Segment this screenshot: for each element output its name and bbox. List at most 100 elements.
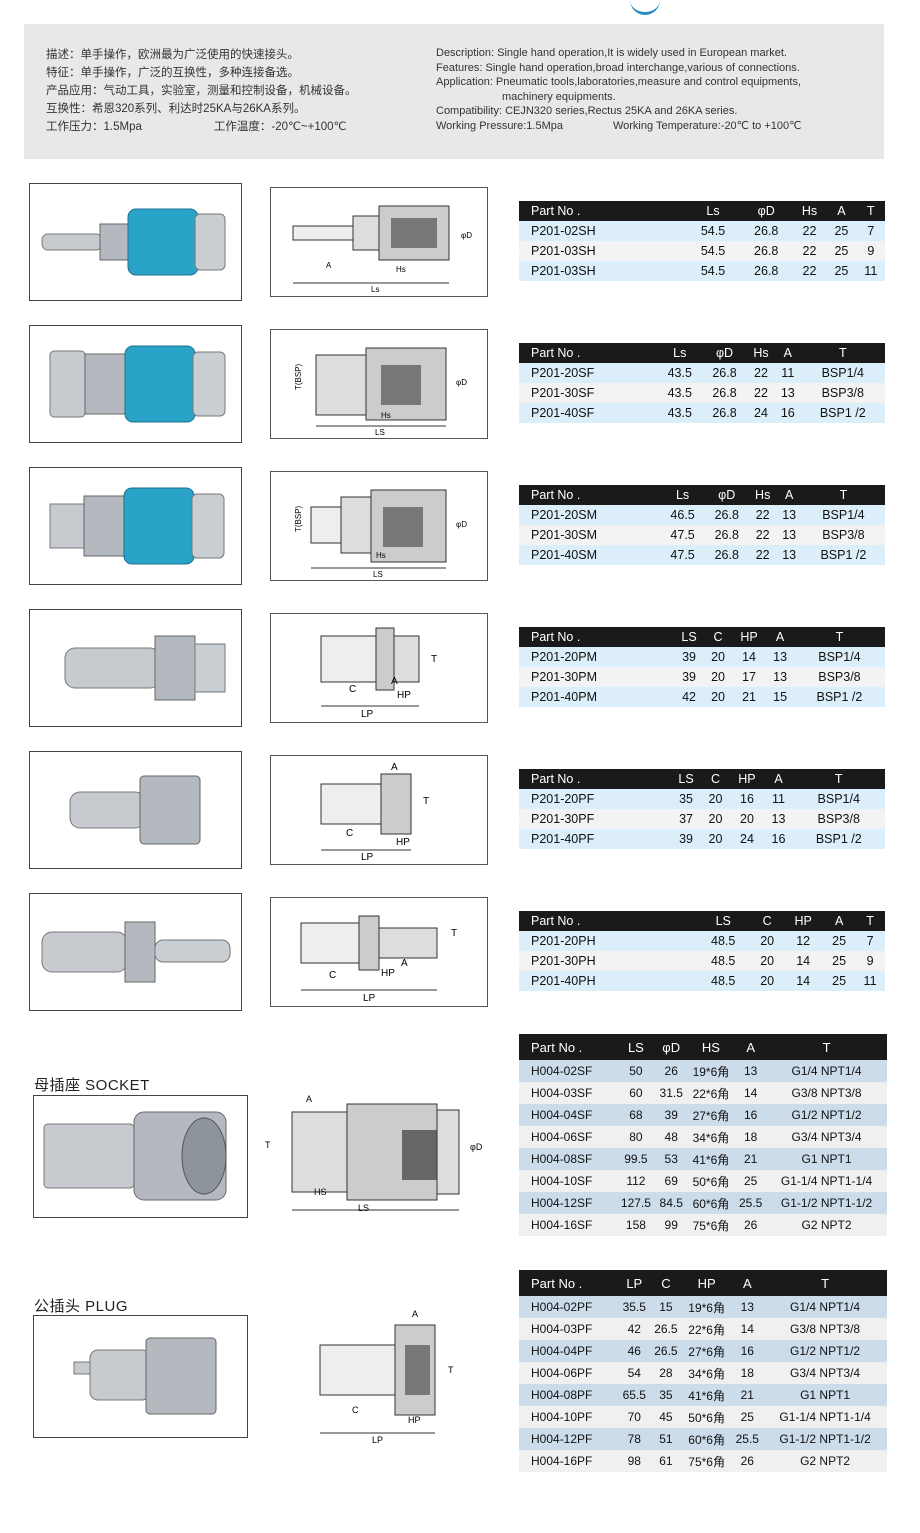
table-cell: 65.5 <box>618 1384 651 1406</box>
table-cell: 16 <box>729 789 765 809</box>
dim-lp: LP <box>363 993 376 1004</box>
column-header: LS <box>695 911 752 931</box>
table-cell: H004-06PF <box>519 1362 619 1384</box>
table-cell: 20 <box>701 789 730 809</box>
column-header: T <box>793 627 885 647</box>
table-cell: G3/4 NPT3/4 <box>763 1362 887 1384</box>
table-cell: 26 <box>731 1450 764 1472</box>
table-cell: 14 <box>783 951 824 971</box>
column-header: Hs <box>746 343 775 363</box>
table-cell: 46.5 <box>660 505 705 525</box>
en-line: Features: Single hand operation,broad in… <box>436 61 800 74</box>
drawing-plug: LP C HP A T <box>300 1305 490 1445</box>
column-header: LS <box>616 1034 656 1060</box>
table-cell: 47.5 <box>660 545 705 565</box>
table-cell: 13 <box>764 809 793 829</box>
table-cell: 42 <box>673 687 705 707</box>
table-cell: 26 <box>655 1060 687 1082</box>
column-header: T <box>800 343 885 363</box>
table-cell: P201-03SH <box>519 241 687 261</box>
dim-ls: LS <box>358 1203 369 1213</box>
table-cell: 68 <box>616 1104 656 1126</box>
table-cell: 21 <box>731 1384 764 1406</box>
table-cell: 18 <box>731 1362 764 1384</box>
column-header: Part No . <box>519 343 658 363</box>
table-cell: 22*6角 <box>681 1318 732 1340</box>
en-compat: Compatibility: CEJN320 series,Rectus 25K… <box>436 105 738 118</box>
column-header: T <box>855 911 885 931</box>
column-header: T <box>766 1034 887 1060</box>
table-cell: 13 <box>776 505 802 525</box>
en-line: Description: Single hand operation,It is… <box>436 47 787 59</box>
table-cell: 12 <box>783 931 824 951</box>
product-photo-pm <box>29 609 242 727</box>
table-cell: 45 <box>650 1406 682 1428</box>
drawing-sm: LS Hs T(BSP) φD <box>270 471 488 581</box>
table-cell: 25 <box>731 1406 764 1428</box>
column-header: A <box>826 201 857 221</box>
cn-temperature: 工作温度：-20℃~+100℃ <box>213 121 347 133</box>
table-cell: BSP3/8 <box>800 383 885 403</box>
table-cell: BSP3/8 <box>792 809 885 829</box>
table-cell: 54 <box>618 1362 651 1384</box>
table-cell: H004-04SF <box>519 1104 617 1126</box>
table-cell: 20 <box>701 829 730 849</box>
table-cell: G1/2 NPT1/2 <box>763 1340 887 1362</box>
table-cell: P201-02SH <box>519 221 687 241</box>
table-cell: 14 <box>783 971 824 991</box>
table-cell: 25 <box>823 931 856 951</box>
dim-t: T <box>423 796 429 807</box>
table-cell: 34*6角 <box>686 1126 736 1148</box>
product-photo-sm <box>29 467 242 585</box>
table-cell: BSP1/4 <box>801 505 885 525</box>
table-cell: 25 <box>826 241 857 261</box>
column-header: C <box>751 911 784 931</box>
table-cell: 22 <box>746 383 775 403</box>
column-header: A <box>735 1034 767 1060</box>
dim-lp: LP <box>361 852 374 863</box>
dim-a: A <box>391 676 398 687</box>
dim-t: T <box>448 1365 454 1375</box>
table-cell: 26.8 <box>704 545 749 565</box>
dim-hp: HP <box>381 968 395 979</box>
table-cell: G3/8 NPT3/8 <box>766 1082 887 1104</box>
dim-c: C <box>329 970 336 981</box>
column-header: A <box>764 769 793 789</box>
table-cell: BSP1/4 <box>800 363 885 383</box>
column-header: C <box>704 627 732 647</box>
table-cell: G1-1/2 NPT1-1/2 <box>763 1428 887 1450</box>
table-cell: 24 <box>729 829 765 849</box>
table-cell: H004-12PF <box>519 1428 619 1450</box>
table-cell: 13 <box>776 545 802 565</box>
dim-ls: LS <box>373 570 383 579</box>
table-cell: 13 <box>775 383 801 403</box>
table-cell: 99 <box>655 1214 687 1236</box>
en-line: machinery equipments. <box>502 90 616 103</box>
dim-hp: HP <box>408 1415 421 1425</box>
column-header: Hs <box>748 485 777 505</box>
table-cell: 25 <box>826 261 857 281</box>
product-photo-pf <box>29 751 242 869</box>
table-cell: H004-10SF <box>519 1170 617 1192</box>
column-header: Part No . <box>519 485 661 505</box>
table-cell: 46 <box>618 1340 651 1362</box>
table-cell: G1/4 NPT1/4 <box>766 1060 887 1082</box>
table-cell: 98 <box>618 1450 651 1472</box>
table-cell: 39 <box>670 829 702 849</box>
table-cell: 21 <box>731 687 767 707</box>
dim-hs: HS <box>314 1187 327 1197</box>
table-cell: 18 <box>735 1126 767 1148</box>
description-panel: 描述：单手操作，欧洲最为广泛使用的快速接头。 特征：单手操作，广泛的互换性，多种… <box>24 24 884 159</box>
